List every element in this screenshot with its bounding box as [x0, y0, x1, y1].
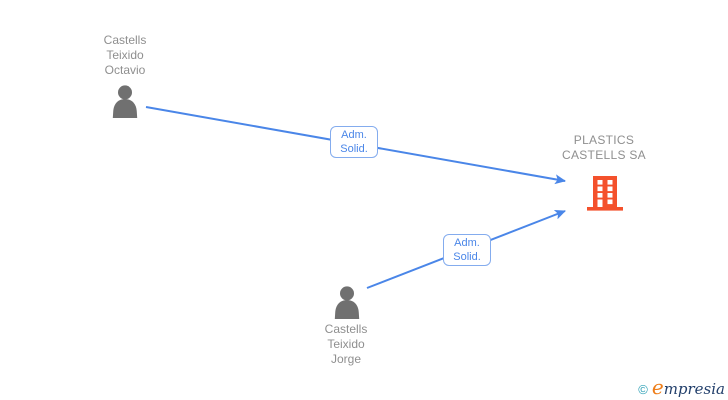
person-bottom-name-line2: Teixido	[327, 337, 365, 351]
building-windows	[597, 180, 613, 207]
company-name: PLASTICS CASTELLS SA	[534, 133, 674, 163]
person-top-name-line2: Teixido	[106, 48, 144, 62]
person-top-name: Castells Teixido Octavio	[65, 33, 185, 78]
empresia-watermark: © e mpresia	[638, 377, 725, 398]
copyright-icon: ©	[638, 382, 648, 397]
building-shape	[587, 176, 623, 211]
person-bottom-name: Castells Teixido Jorge	[282, 322, 410, 367]
person-icon	[112, 85, 138, 118]
person-top-name-line1: Castells	[103, 33, 147, 47]
watermark-brand-initial: e	[651, 375, 664, 399]
edge-label-adm-solid-bottom: Adm. Solid.	[443, 234, 491, 266]
person-top-name-line3: Octavio	[104, 63, 146, 77]
edge-label-line1: Adm.	[454, 237, 480, 249]
person-silhouette-icon	[334, 286, 360, 319]
edge-label-line1: Adm.	[341, 129, 367, 141]
person-bottom-name-line1: Castells	[324, 322, 368, 336]
company-name-line2: CASTELLS SA	[561, 148, 646, 162]
company-building-icon	[587, 176, 623, 211]
edge-label-line2: Solid.	[453, 251, 481, 263]
edge-label-adm-solid-top: Adm. Solid.	[330, 126, 378, 158]
person-silhouette-icon	[112, 85, 138, 118]
edge-label-line2: Solid.	[340, 143, 368, 155]
company-name-line1: PLASTICS	[573, 133, 635, 147]
person-bottom-name-line3: Jorge	[330, 352, 362, 366]
watermark-brand-text: mpresia	[663, 380, 725, 398]
person-icon	[334, 286, 360, 319]
